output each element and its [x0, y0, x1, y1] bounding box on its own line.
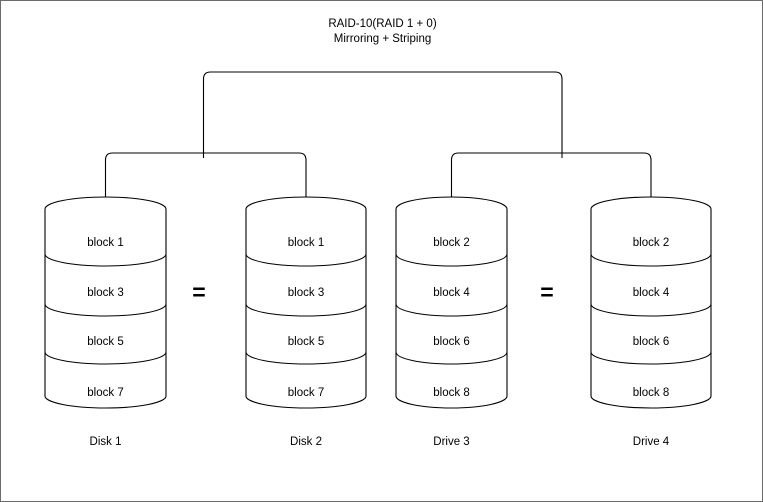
disk-1-divider-1	[44, 253, 167, 267]
disk-4-divider-3	[590, 351, 712, 365]
disk-2-block-label: block 1	[288, 237, 324, 249]
disk-1-group: block 1 block 3 block 5 block 7 Disk 1	[44, 196, 167, 448]
disk-2-cylinder	[245, 196, 367, 409]
tree-branch-right	[450, 152, 652, 201]
disk-2-block-label: block 5	[288, 336, 324, 348]
equals-sign-pair-2: =	[540, 279, 553, 305]
disk-4-caption: Drive 4	[633, 436, 670, 448]
tree-branch-left	[104, 152, 307, 201]
disk-4-block-label: block 2	[633, 237, 669, 249]
diagram-title-line-1: RAID-10(RAID 1 + 0)	[328, 18, 436, 30]
disk-4-divider-2	[590, 303, 712, 317]
disk-4-group: block 2 block 4 block 6 block 8 Drive 4	[590, 196, 712, 448]
disk-4-block-label: block 6	[633, 336, 669, 348]
disk-1-block-label: block 7	[87, 387, 123, 399]
disk-4-block-label: block 4	[633, 287, 670, 299]
disk-1-divider-3	[44, 351, 167, 365]
disk-3-block-label: block 8	[433, 387, 469, 399]
disk-1-block-label: block 3	[87, 287, 123, 299]
disk-2-block-label: block 7	[288, 387, 324, 399]
disk-1-block-label: block 1	[87, 237, 123, 249]
disk-2-divider-2	[245, 303, 367, 317]
disk-1-caption: Disk 1	[90, 436, 122, 448]
disk-4-divider-1	[590, 253, 712, 267]
disk-3-divider-3	[395, 351, 508, 365]
disk-3-caption: Drive 3	[433, 436, 469, 448]
disk-2-group: block 1 block 3 block 5 block 7 Disk 2	[245, 196, 367, 448]
disk-1-divider-2	[44, 303, 167, 317]
disk-2-divider-3	[245, 351, 367, 365]
disk-4-cylinder	[590, 196, 712, 409]
disk-3-group: block 2 block 4 block 6 block 8 Drive 3	[395, 196, 508, 448]
diagram-title-line-2: Mirroring + Striping	[334, 33, 431, 45]
disk-3-divider-1	[395, 253, 508, 267]
disk-2-divider-1	[245, 253, 367, 267]
disk-3-cylinder	[395, 196, 508, 409]
disk-3-block-label: block 4	[433, 287, 470, 299]
disk-3-divider-2	[395, 303, 508, 317]
disk-1-cylinder	[44, 196, 167, 409]
disk-2-block-label: block 3	[288, 287, 324, 299]
disk-3-block-label: block 6	[433, 336, 469, 348]
disk-1-block-label: block 5	[87, 336, 123, 348]
disk-4-block-label: block 8	[633, 387, 669, 399]
tree-root-connector	[202, 71, 563, 153]
equals-sign-pair-1: =	[192, 279, 205, 305]
disk-2-caption: Disk 2	[290, 436, 322, 448]
disk-3-block-label: block 2	[433, 237, 469, 249]
